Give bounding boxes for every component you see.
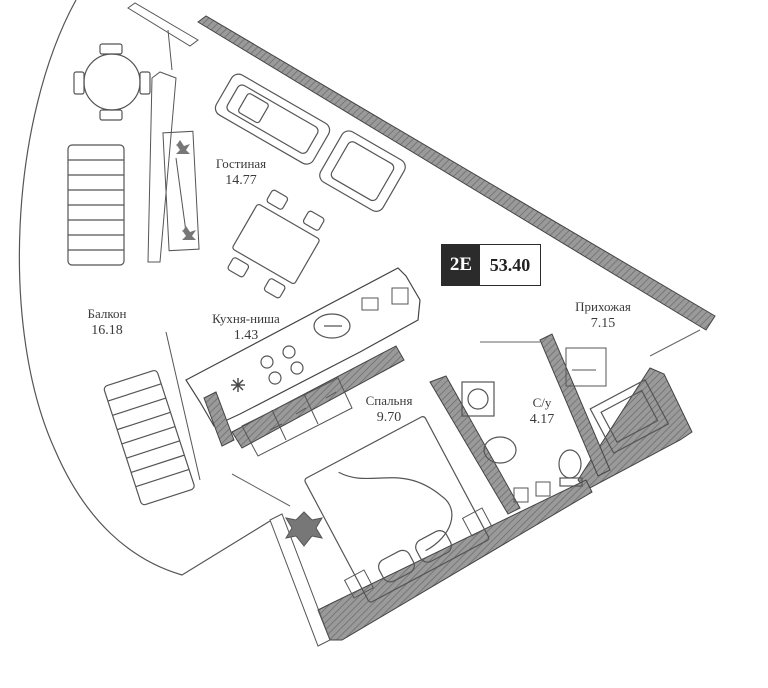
room-name: С/у [532, 395, 552, 410]
kitchen-partition [203, 391, 235, 447]
room-area: 9.70 [376, 410, 402, 425]
sideboard [162, 130, 200, 252]
bathroom-wall-right [539, 333, 611, 477]
sink-icon [483, 436, 517, 464]
balcony-door-left [165, 331, 201, 481]
room-area: 16.18 [91, 323, 123, 338]
bedroom-door-swing [231, 473, 291, 507]
exterior-wall-right [577, 367, 693, 491]
fridge-snowflake-icon [231, 378, 245, 392]
toilet-icon [558, 449, 583, 487]
room-name: Гостиная [215, 156, 267, 171]
apartment-badge: 2E 53.40 [441, 244, 541, 286]
sink-icon [313, 313, 351, 339]
room-area: 4.17 [529, 412, 555, 427]
exterior-wall-top [197, 15, 716, 331]
room-name: Балкон [87, 306, 127, 321]
living-window-wall [147, 71, 177, 263]
room-label-balcony: Балкон 16.18 [72, 305, 142, 339]
sofa-icon [214, 73, 331, 165]
balcony-outline [18, 0, 271, 576]
room-area: 7.15 [590, 316, 616, 331]
room-name: Спальня [365, 393, 413, 408]
bath-icon [589, 378, 670, 454]
exterior-wall-bottom [317, 479, 593, 641]
room-label-kitchen: Кухня-ниша 1.43 [198, 310, 294, 344]
room-name: Кухня-ниша [212, 311, 280, 326]
apartment-code: 2E [442, 245, 480, 285]
lamp-icon [269, 391, 337, 431]
balcony-door-line [167, 29, 173, 71]
bed-icon [304, 416, 490, 603]
plant-icon [284, 511, 324, 547]
lamp-icon [343, 507, 493, 599]
hallway-entry-line [649, 329, 701, 357]
stove-icon [260, 345, 304, 385]
balcony-door-frame-top [127, 2, 199, 47]
kitchen-wall [185, 267, 421, 427]
dining-table-icon [73, 43, 151, 121]
plant-icon [176, 140, 196, 240]
sofa-icon [319, 130, 406, 212]
shelf-unit [513, 347, 607, 503]
washing-machine-icon [461, 381, 495, 417]
bedroom-wall-top [231, 345, 405, 449]
room-label-bedroom: Спальня 9.70 [352, 392, 426, 426]
room-name: Прихожая [575, 299, 631, 314]
bathroom-wall-left [429, 375, 521, 515]
room-area: 1.43 [233, 328, 259, 343]
dining-table-icon [227, 189, 325, 299]
apartment-total-area: 53.40 [489, 254, 531, 275]
room-label-hallway: Прихожая 7.15 [562, 298, 644, 332]
bedroom-window-wall [269, 513, 331, 647]
sun-lounger-icon [103, 369, 195, 506]
room-label-bathroom: С/у 4.17 [520, 394, 564, 428]
room-label-living: Гостиная 14.77 [202, 155, 280, 189]
sun-lounger-icon [67, 144, 125, 266]
room-area: 14.77 [225, 173, 257, 188]
